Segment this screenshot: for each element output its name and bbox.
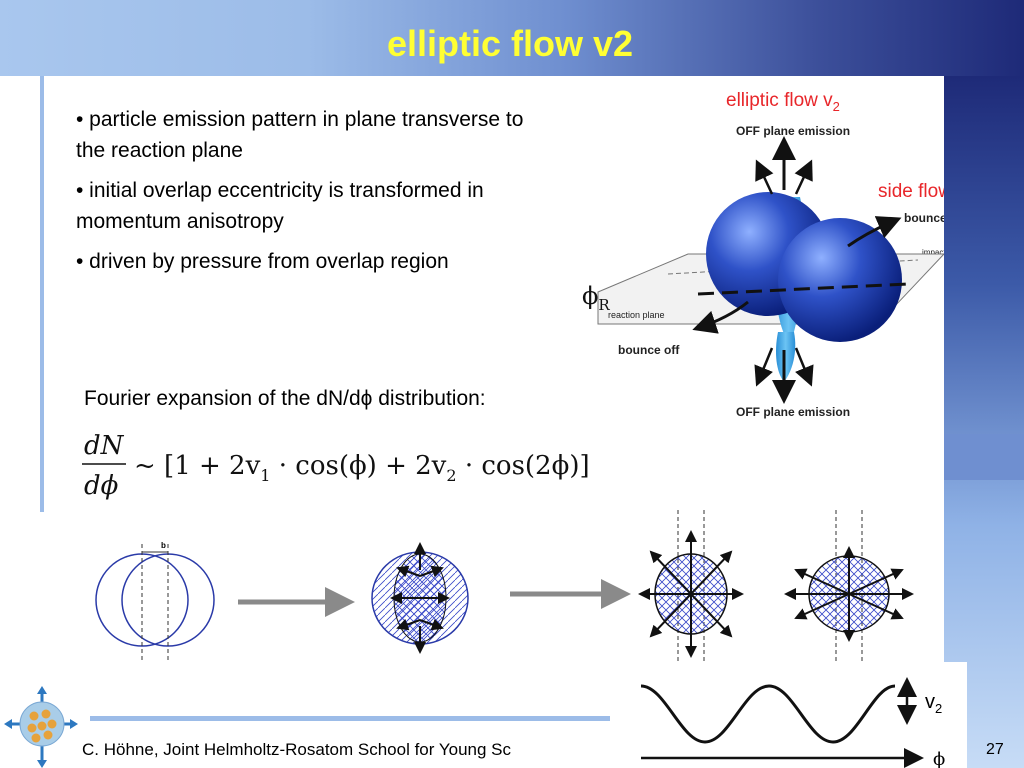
formula-rhs: ~ [1 + 2v1 · cos(ϕ) + 2v2 · cos(2ϕ)] — [134, 451, 590, 485]
elliptic-flow-label: elliptic flow v2 — [726, 90, 840, 114]
pressure-almond — [371, 542, 469, 654]
reaction-plane-label: reaction plane — [608, 310, 665, 320]
emission-pattern-in-plane — [784, 510, 914, 670]
bullet-item: • driven by pressure from overlap region — [76, 250, 449, 273]
overlap-circles: b — [95, 541, 215, 660]
beam-line — [697, 282, 909, 296]
bullet-item: • initial overlap eccentricity is transf… — [76, 179, 484, 233]
v2-label: v2 — [925, 691, 942, 716]
formula-numerator: dN — [84, 431, 125, 461]
impact-parameter-label: impact parameter b — [922, 248, 944, 257]
nucleus-right — [778, 218, 902, 342]
bullet-list: • particle emission pattern in plane tra… — [76, 104, 556, 286]
bullet-item: • particle emission pattern in plane tra… — [76, 108, 524, 162]
off-plane-bottom-label: OFF plane emission — [736, 405, 850, 419]
cos2phi-wave: v2 ϕ — [595, 662, 967, 768]
wave-curve — [640, 684, 896, 744]
off-plane-top-label: OFF plane emission — [736, 124, 850, 138]
collision-figure: elliptic flow v2 OFF plane emission side… — [578, 82, 944, 434]
slide-title: elliptic flow v2 — [386, 23, 634, 64]
right-decor-box — [944, 434, 1024, 480]
bounce-off-left-label: bounce off — [618, 343, 680, 357]
header-band — [0, 0, 1024, 76]
phi-axis-label: ϕ — [933, 749, 945, 768]
footer-rule — [90, 716, 610, 721]
phi-r-label: ϕR — [582, 282, 610, 314]
bounce-off-right-label: bounce off — [904, 211, 944, 225]
jet-shape — [776, 332, 796, 382]
fourier-caption: Fourier expansion of the dN/dϕ distribut… — [84, 387, 486, 410]
impact-b-label: b — [161, 541, 166, 550]
flow-evolution-diagram: b — [95, 510, 914, 670]
side-flow-label: side flow v1 — [878, 181, 944, 205]
footer-text: C. Höhne, Joint Helmholtz-Rosatom School… — [82, 740, 512, 759]
right-decor-band — [944, 76, 1024, 768]
page-number: 27 — [986, 741, 1004, 758]
left-rule — [40, 76, 44, 512]
fourier-formula: dN dϕ ~ [1 + 2v1 · cos(ϕ) + 2v2 · cos(2ϕ… — [82, 431, 590, 501]
formula-denominator: dϕ — [84, 471, 119, 501]
emission-pattern-out-of-plane — [638, 510, 744, 670]
school-logo — [4, 686, 78, 768]
